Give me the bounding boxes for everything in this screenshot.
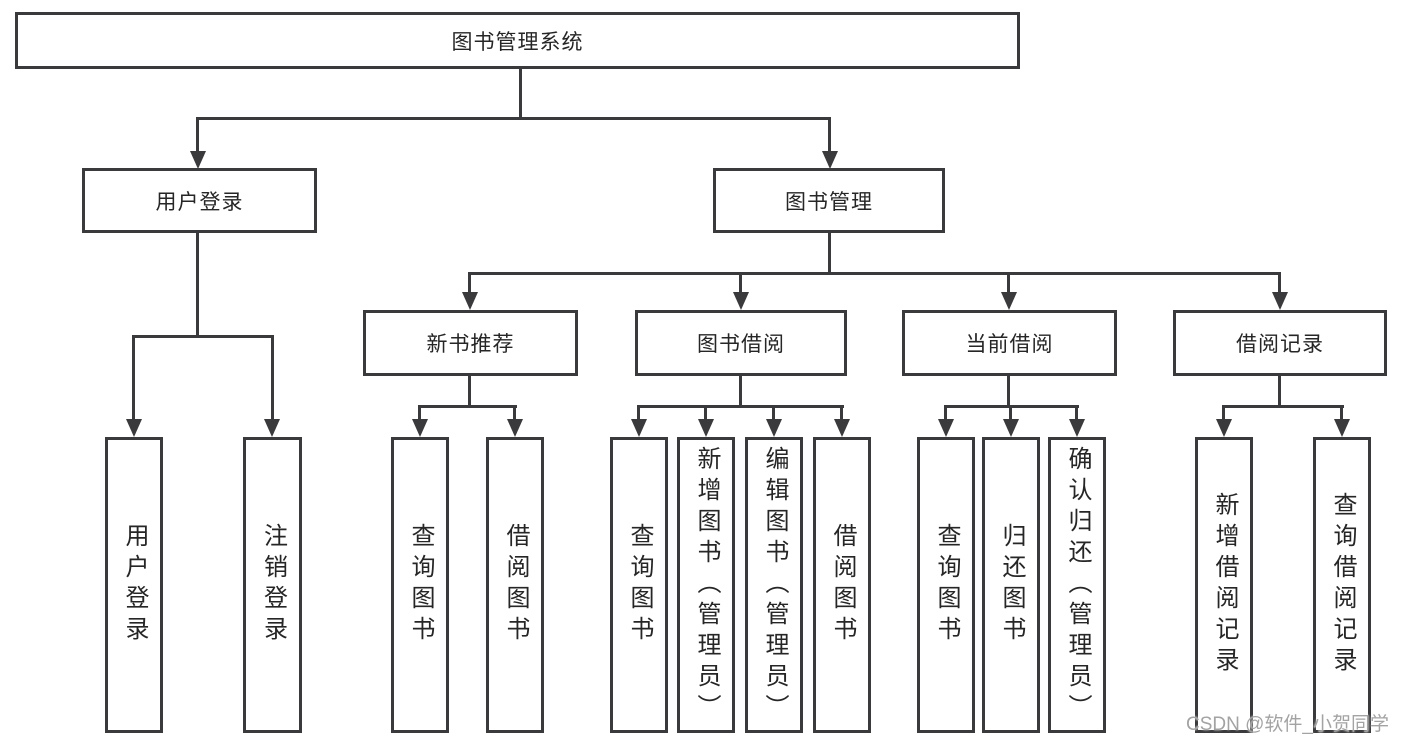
node-book-management: 图书管理 bbox=[713, 168, 945, 233]
connector-line bbox=[132, 335, 274, 338]
leaf-return-books: 归还图书 bbox=[982, 437, 1040, 733]
leaf-query-books-recommendation: 查询图书 bbox=[391, 437, 449, 733]
connector-line bbox=[468, 375, 471, 407]
connector-line bbox=[1278, 375, 1281, 407]
arrow-down-icon bbox=[631, 419, 647, 437]
leaf-query-borrow-record: 查询借阅记录 bbox=[1313, 437, 1371, 733]
arrow-down-icon bbox=[766, 419, 782, 437]
arrow-down-icon bbox=[126, 419, 142, 437]
connector-line bbox=[196, 117, 831, 120]
arrow-down-icon bbox=[1216, 419, 1232, 437]
connector-line bbox=[704, 405, 707, 421]
node-book-borrowing: 图书借阅 bbox=[635, 310, 847, 376]
leaf-borrow-books-recommendation: 借阅图书 bbox=[486, 437, 544, 733]
leaf-add-books-admin: 新增图书（管理员） bbox=[677, 437, 735, 733]
node-label: 用户登录 bbox=[121, 523, 148, 647]
connector-line bbox=[1007, 375, 1010, 407]
leaf-add-borrow-record: 新增借阅记录 bbox=[1195, 437, 1253, 733]
node-label: 查询图书 bbox=[407, 523, 434, 647]
arrow-down-icon bbox=[1272, 292, 1288, 310]
connector-line bbox=[1075, 405, 1078, 421]
arrow-down-icon bbox=[698, 419, 714, 437]
node-label: 查询图书 bbox=[626, 523, 653, 647]
connector-line bbox=[1278, 272, 1281, 294]
connector-line bbox=[637, 405, 844, 408]
connector-line bbox=[418, 405, 421, 421]
node-label: 新增图书（管理员） bbox=[693, 445, 720, 725]
leaf-edit-books-admin: 编辑图书（管理员） bbox=[745, 437, 803, 733]
arrow-down-icon bbox=[1069, 419, 1085, 437]
node-label: 新增借阅记录 bbox=[1211, 492, 1238, 678]
arrow-down-icon bbox=[1001, 292, 1017, 310]
connector-line bbox=[132, 335, 135, 421]
node-label: 借阅图书 bbox=[502, 523, 529, 647]
connector-line bbox=[828, 117, 831, 153]
node-label: 图书管理系统 bbox=[451, 30, 584, 54]
leaf-borrow-books-borrowing: 借阅图书 bbox=[813, 437, 871, 733]
arrow-down-icon bbox=[938, 419, 954, 437]
node-label: 编辑图书（管理员） bbox=[761, 445, 788, 725]
node-label: 确认归还（管理员） bbox=[1064, 445, 1091, 725]
node-current-borrowing: 当前借阅 bbox=[902, 310, 1117, 376]
node-label: 图书借阅 bbox=[697, 333, 785, 356]
leaf-user-login: 用户登录 bbox=[105, 437, 163, 733]
connector-line bbox=[513, 405, 516, 421]
connector-line bbox=[840, 405, 843, 421]
leaf-logout: 注销登录 bbox=[243, 437, 302, 733]
node-label: 借阅图书 bbox=[829, 523, 856, 647]
node-label: 图书管理 bbox=[785, 190, 873, 214]
connector-line bbox=[519, 69, 522, 119]
node-label: 查询图书 bbox=[933, 523, 960, 647]
arrow-down-icon bbox=[1003, 419, 1019, 437]
arrow-down-icon bbox=[733, 292, 749, 310]
connector-line bbox=[196, 232, 199, 337]
connector-line bbox=[1222, 405, 1225, 421]
connector-line bbox=[828, 232, 831, 274]
connector-line bbox=[772, 405, 775, 421]
watermark: CSDN @软件_小贺同学 bbox=[1186, 714, 1389, 735]
node-label: 归还图书 bbox=[998, 523, 1025, 647]
connector-line bbox=[944, 405, 947, 421]
arrow-down-icon bbox=[190, 151, 206, 169]
connector-line bbox=[271, 335, 274, 421]
leaf-query-books-borrowing: 查询图书 bbox=[610, 437, 668, 733]
arrow-down-icon bbox=[822, 151, 838, 169]
connector-line bbox=[468, 272, 1281, 275]
node-label: 查询借阅记录 bbox=[1329, 492, 1356, 678]
connector-line bbox=[1340, 405, 1343, 421]
node-borrowing-records: 借阅记录 bbox=[1173, 310, 1387, 376]
connector-line bbox=[196, 117, 199, 153]
connector-line bbox=[1222, 405, 1344, 408]
connector-line bbox=[1009, 405, 1012, 421]
connector-line bbox=[418, 405, 517, 408]
connector-line bbox=[468, 272, 471, 294]
arrow-down-icon bbox=[507, 419, 523, 437]
arrow-down-icon bbox=[1334, 419, 1350, 437]
node-label: 注销登录 bbox=[259, 523, 287, 647]
connector-line bbox=[739, 375, 742, 407]
arrow-down-icon bbox=[462, 292, 478, 310]
node-new-book-recommendation: 新书推荐 bbox=[363, 310, 578, 376]
leaf-confirm-return-admin: 确认归还（管理员） bbox=[1048, 437, 1106, 733]
node-label: 当前借阅 bbox=[965, 333, 1054, 356]
node-user-login: 用户登录 bbox=[82, 168, 317, 233]
arrow-down-icon bbox=[412, 419, 428, 437]
arrow-down-icon bbox=[264, 419, 280, 437]
connector-line bbox=[739, 272, 742, 294]
connector-line bbox=[637, 405, 640, 421]
node-label: 新书推荐 bbox=[426, 333, 515, 356]
node-library-management-system: 图书管理系统 bbox=[15, 12, 1020, 69]
node-label: 借阅记录 bbox=[1236, 333, 1324, 356]
connector-line bbox=[1007, 272, 1010, 294]
arrow-down-icon bbox=[834, 419, 850, 437]
node-label: 用户登录 bbox=[155, 190, 244, 214]
leaf-query-books-current: 查询图书 bbox=[917, 437, 975, 733]
